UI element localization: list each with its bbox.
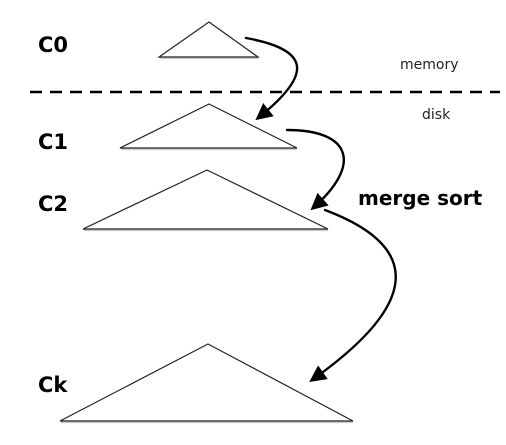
triangle-c1: [119, 103, 298, 149]
memory-zone-label: memory: [400, 57, 459, 73]
merge-arrow-c1-c2: [285, 128, 345, 211]
component-c0: [157, 21, 260, 60]
level-label-c2: C2: [38, 192, 68, 216]
component-c2: [82, 169, 329, 232]
merge-arrow-c0-c1: [244, 36, 299, 121]
triangle-c2: [82, 169, 329, 230]
merge-arrow-c2-ck: [309, 208, 397, 382]
level-label-c0: C0: [38, 33, 68, 57]
disk-zone-label: disk: [422, 107, 451, 123]
level-label-ck: Ck: [38, 373, 68, 397]
component-ck: [59, 343, 354, 424]
level-label-c1: C1: [38, 130, 68, 154]
merge-sort-label: merge sort: [358, 186, 483, 210]
component-c1: [119, 103, 298, 151]
triangle-c0: [157, 21, 260, 58]
triangle-ck: [59, 343, 354, 422]
